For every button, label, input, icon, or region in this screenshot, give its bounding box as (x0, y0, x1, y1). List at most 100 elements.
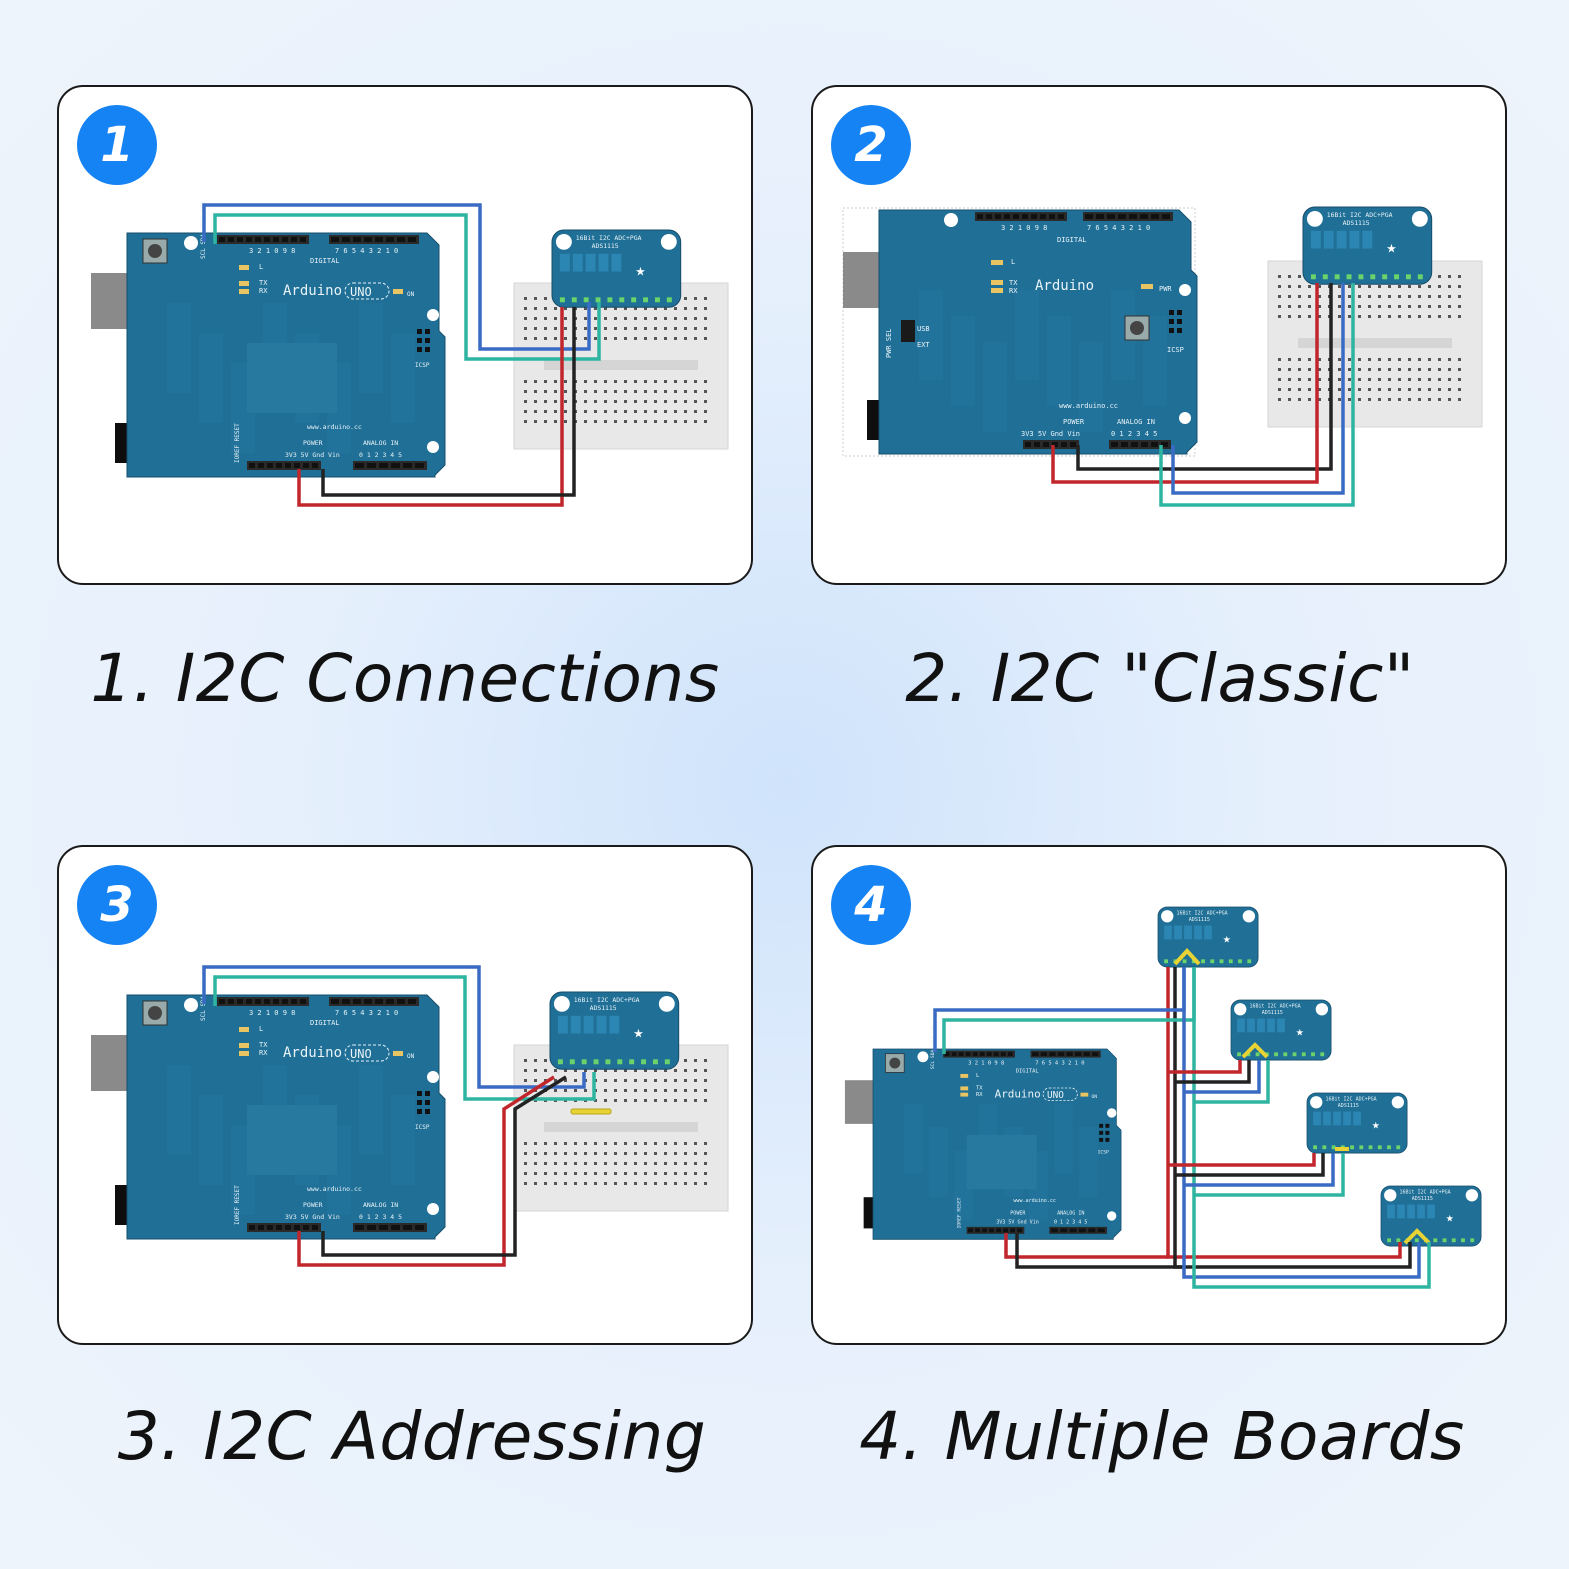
breadboard-hole (1348, 378, 1351, 381)
breadboard-hole (524, 297, 527, 300)
adc-chip (1336, 230, 1347, 249)
arduino-name: Arduino (1035, 278, 1094, 294)
breadboard-hole (624, 1152, 627, 1155)
breadboard-hole (564, 337, 567, 340)
breadboard-hole (1308, 368, 1311, 371)
header-pin (1162, 214, 1170, 219)
breadboard-hole (604, 380, 607, 383)
breadboard-hole (684, 1089, 687, 1092)
breadboard-hole (644, 307, 647, 310)
breadboard-hole (1308, 398, 1311, 401)
mount-hole (427, 441, 439, 453)
breadboard-hole (614, 1079, 617, 1082)
breadboard-hole (584, 1142, 587, 1145)
header-pin (1000, 1052, 1006, 1057)
breadboard-hole (704, 337, 707, 340)
breadboard-hole (1458, 398, 1461, 401)
breadboard-channel (544, 1122, 698, 1132)
digital-label: DIGITAL (1016, 1068, 1040, 1074)
header-pin (364, 999, 372, 1004)
breadboard-hole (674, 410, 677, 413)
breadboard-hole (704, 317, 707, 320)
breadboard-hole (554, 400, 557, 403)
breadboard-hole (534, 337, 537, 340)
breadboard-hole (664, 337, 667, 340)
header-pin (415, 463, 424, 468)
mount-hole (944, 213, 958, 227)
breadboard-hole (554, 1182, 557, 1185)
breadboard-hole (554, 1142, 557, 1145)
breadboard-hole (524, 337, 527, 340)
adc-pin (664, 1059, 670, 1065)
breadboard-hole (1358, 315, 1361, 318)
breadboard-hole (614, 327, 617, 330)
header-pin (958, 1052, 964, 1057)
header-pin (355, 1225, 364, 1230)
breadboard-hole (574, 1172, 577, 1175)
breadboard-hole (1338, 295, 1341, 298)
breadboard-hole (604, 1142, 607, 1145)
breadboard-hole (634, 1089, 637, 1092)
mount-hole (1315, 1003, 1329, 1016)
header-pin (1069, 1228, 1077, 1233)
header-pin (1049, 214, 1055, 219)
adc-chip (1387, 1204, 1395, 1219)
adc-chip (1184, 925, 1192, 940)
breadboard-hole (554, 390, 557, 393)
header-pin (1111, 442, 1118, 447)
header-pin (1118, 214, 1126, 219)
breadboard-hole (1348, 358, 1351, 361)
icsp-pin (1177, 328, 1182, 333)
adc-chip (1362, 230, 1373, 249)
rx-label: RX (976, 1092, 983, 1098)
breadboard-hole (614, 317, 617, 320)
header-pin (228, 237, 234, 242)
breadboard-hole (1288, 305, 1291, 308)
breadboard-hole (1438, 378, 1441, 381)
breadboard-hole (1438, 358, 1441, 361)
adc-chip (1353, 1111, 1361, 1126)
breadboard-hole (564, 1182, 567, 1185)
header-pin (1107, 214, 1115, 219)
analog-pins-label: 0 1 2 3 4 5 (359, 1213, 402, 1221)
breadboard-hole (1438, 305, 1441, 308)
adc-chip (1397, 1204, 1405, 1219)
breadboard-hole (624, 317, 627, 320)
led (393, 289, 403, 294)
header-pin (303, 1225, 309, 1230)
breadboard-hole (1298, 285, 1301, 288)
reset-button-cap (889, 1057, 901, 1069)
mount-hole (1107, 1211, 1117, 1221)
led (991, 260, 1003, 265)
breadboard-hole (684, 380, 687, 383)
breadboard-hole (684, 1142, 687, 1145)
breadboard-hole (584, 1182, 587, 1185)
breadboard-hole (1448, 275, 1451, 278)
breadboard-hole (1298, 378, 1301, 381)
pcb-trace (1053, 1103, 1073, 1174)
adc-pin (1164, 959, 1169, 964)
breadboard-hole (1378, 388, 1381, 391)
adc-chip (1417, 1204, 1425, 1219)
adc-pin (1433, 1238, 1438, 1243)
pcb-trace (1078, 1127, 1098, 1198)
pwr-sel-label: PWR SEL (885, 328, 893, 358)
breadboard-hole (524, 420, 527, 423)
breadboard-hole (664, 1069, 667, 1072)
header-pin (331, 237, 339, 242)
breadboard-hole (1408, 305, 1411, 308)
analog-in-label: ANALOG IN (363, 1201, 398, 1209)
header-pin (1129, 214, 1137, 219)
breadboard-hole (524, 1079, 527, 1082)
breadboard-hole (644, 1089, 647, 1092)
breadboard-hole (564, 1142, 567, 1145)
adc-pin (652, 1059, 658, 1065)
header-pin (1061, 442, 1067, 447)
adc-pin (641, 1059, 647, 1065)
adc-pin (1382, 274, 1388, 280)
breadboard-channel (1298, 338, 1452, 348)
breadboard-hole (614, 410, 617, 413)
adc-pin (593, 1059, 599, 1065)
breadboard-hole (654, 420, 657, 423)
breadboard-hole (604, 1172, 607, 1175)
